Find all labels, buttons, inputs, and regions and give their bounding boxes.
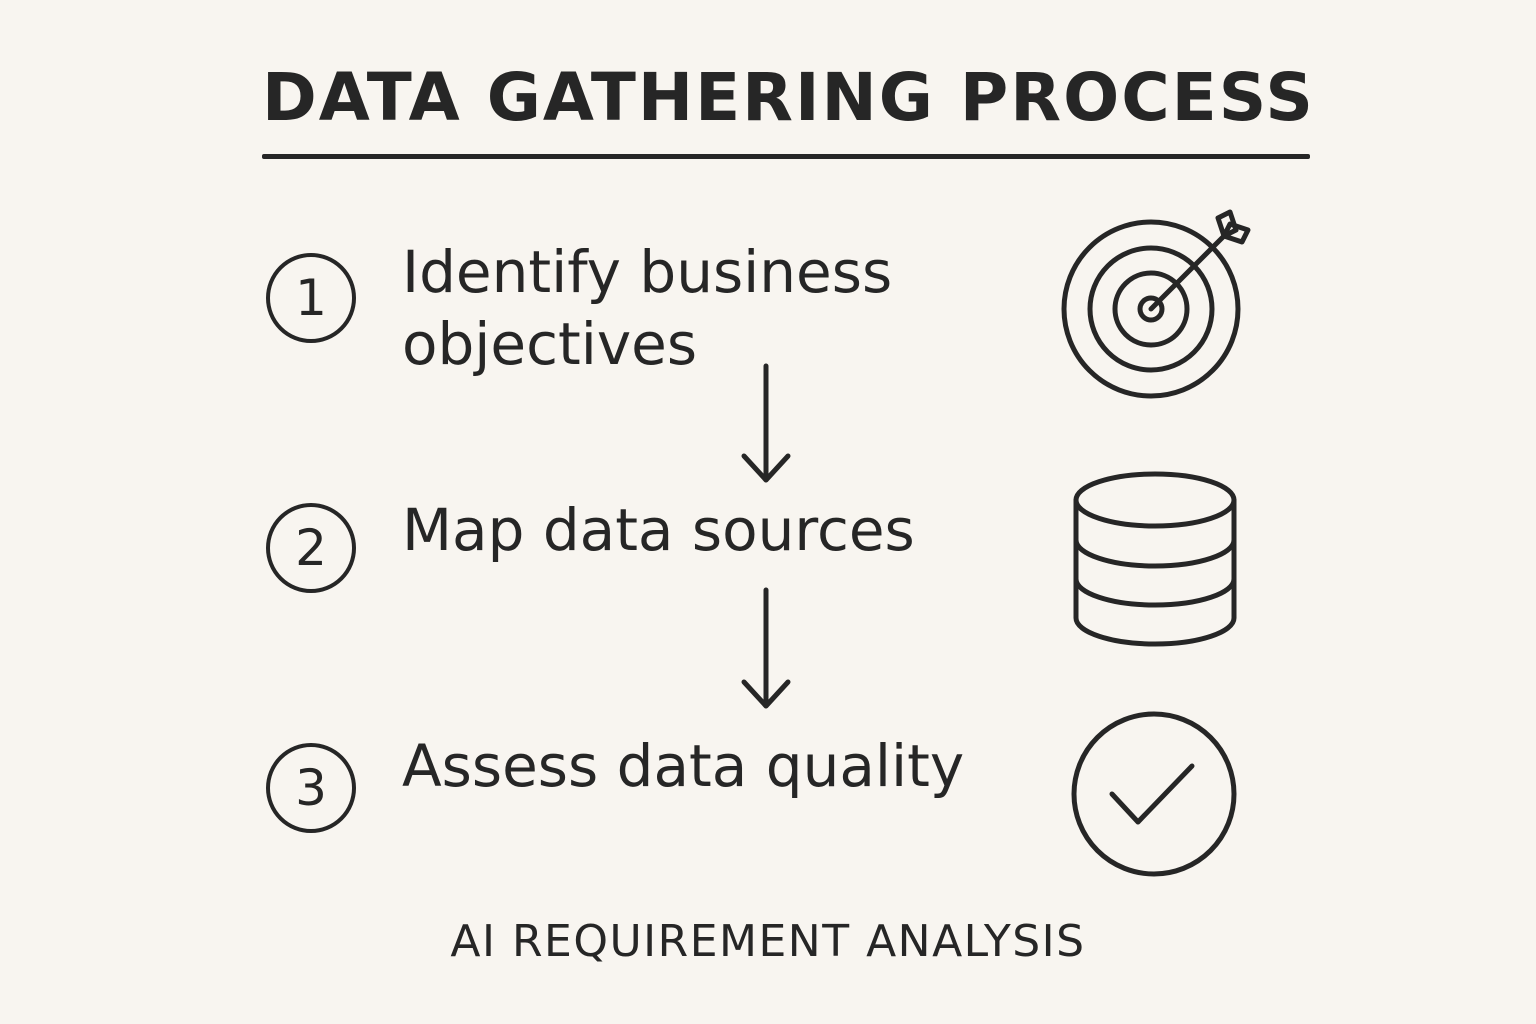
step-1-number-badge: 1: [266, 253, 356, 343]
step-1-label-line-2: objectives: [402, 310, 698, 378]
footer-caption: AI REQUIREMENT ANALYSIS: [450, 916, 1086, 967]
step-1-label-line-1: Identify business: [402, 238, 893, 306]
target-with-arrow-icon: [1061, 209, 1251, 399]
checkmark-circle-icon: [1071, 711, 1237, 877]
step-2-label: Map data sources: [402, 494, 915, 566]
down-arrow-icon: [741, 587, 791, 709]
step-3-label-line-1: Assess data quality: [402, 732, 965, 800]
database-icon: [1073, 471, 1237, 647]
step-1-label: Identify business objectives: [402, 236, 892, 380]
title-underline: [262, 154, 1310, 159]
down-arrow-icon: [741, 363, 791, 483]
step-2-number-badge: 2: [266, 503, 356, 593]
step-2-label-line-1: Map data sources: [402, 496, 915, 564]
page-title: DATA GATHERING PROCESS: [262, 59, 1315, 136]
step-3-number-badge: 3: [266, 743, 356, 833]
step-3-label: Assess data quality: [402, 730, 964, 802]
